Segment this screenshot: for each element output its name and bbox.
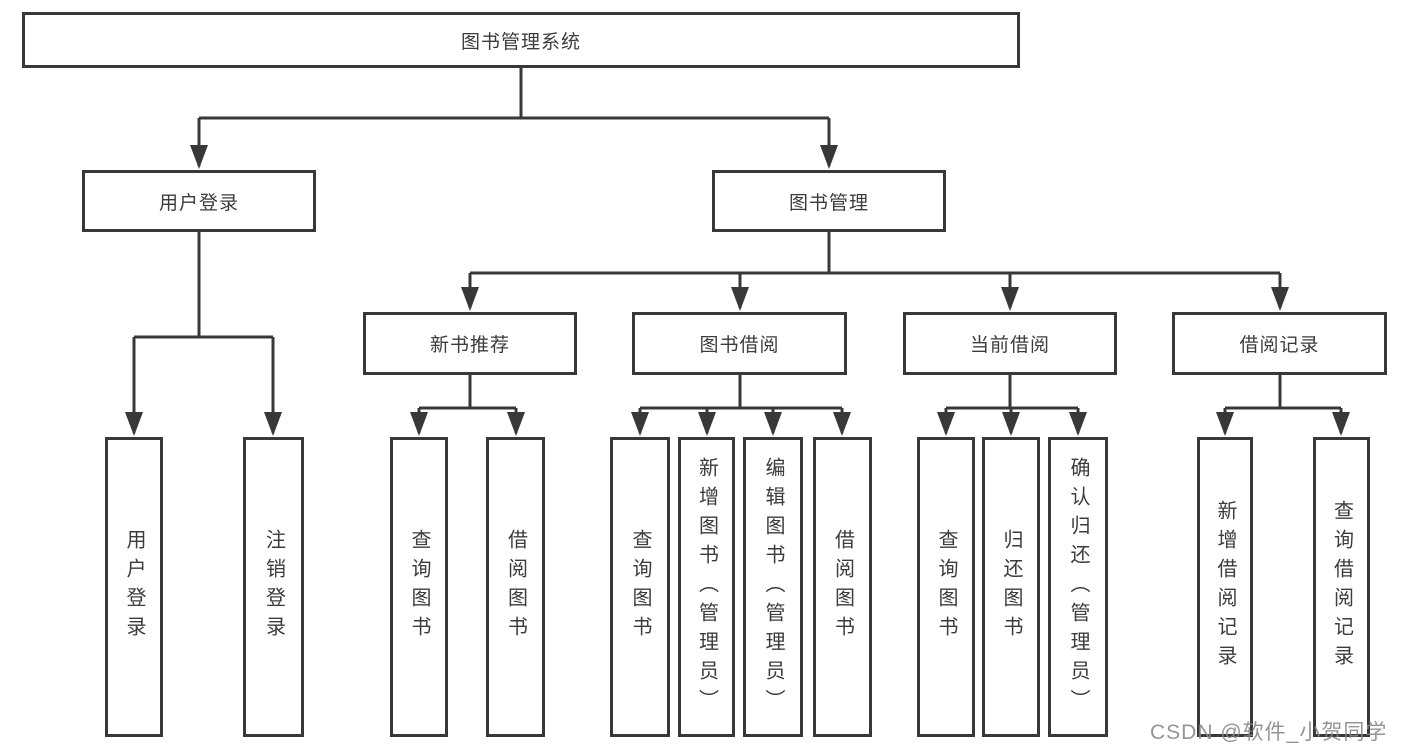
arrowhead-icons xyxy=(125,145,1350,436)
arrow-down-icon xyxy=(1216,412,1234,436)
arrow-down-icon xyxy=(1002,412,1020,436)
node-label: 编辑图书（管理员） xyxy=(762,456,784,718)
node-label: 当前借阅 xyxy=(969,335,1050,356)
watermark: CSDN @软件_小贺同学 xyxy=(1150,721,1388,744)
node-label: 新增借阅记录 xyxy=(1214,500,1236,674)
node-book-management-system: 图书管理系统 xyxy=(22,12,1020,68)
node-label: 查询图书 xyxy=(935,529,957,645)
arrow-down-icon xyxy=(190,145,208,169)
arrow-down-icon xyxy=(410,412,428,436)
leaf-user-login: 用户登录 xyxy=(105,437,163,737)
arrow-down-icon xyxy=(937,412,955,436)
arrow-down-icon xyxy=(461,287,479,311)
node-label: 图书管理 xyxy=(788,192,869,214)
arrow-down-icon xyxy=(820,145,838,169)
node-book-management: 图书管理 xyxy=(712,170,946,232)
arrow-down-icon xyxy=(631,412,649,436)
node-label: 查询借阅记录 xyxy=(1330,500,1353,674)
leaf-query-borrow-record: 查询借阅记录 xyxy=(1313,437,1370,737)
leaf-add-books-admin: 新增图书（管理员） xyxy=(678,437,735,737)
leaf-logout: 注销登录 xyxy=(243,437,304,737)
arrow-down-icon xyxy=(1069,412,1087,436)
node-book-borrow: 图书借阅 xyxy=(632,312,847,375)
arrow-down-icon xyxy=(125,412,143,436)
node-label: 新增图书（管理员） xyxy=(695,456,718,718)
node-label: 借阅图书 xyxy=(504,529,527,645)
leaf-borrow-books: 借阅图书 xyxy=(813,437,872,737)
leaf-return-books: 归还图书 xyxy=(982,437,1040,737)
node-label: 注销登录 xyxy=(262,529,285,645)
node-label: 图书借阅 xyxy=(699,335,780,356)
node-new-book-recommend: 新书推荐 xyxy=(363,312,577,375)
leaf-query-books-current: 查询图书 xyxy=(917,437,975,737)
node-label: 新书推荐 xyxy=(429,335,510,356)
arrow-down-icon xyxy=(507,412,525,436)
node-label: 用户登录 xyxy=(123,529,145,645)
arrow-down-icon xyxy=(731,287,749,311)
arrow-down-icon xyxy=(1271,287,1289,311)
node-current-borrow: 当前借阅 xyxy=(903,312,1117,375)
connector-paths xyxy=(132,68,1343,433)
arrow-down-icon xyxy=(264,412,282,436)
leaf-edit-books-admin: 编辑图书（管理员） xyxy=(743,437,803,737)
node-label: 查询图书 xyxy=(629,529,651,645)
node-label: 借阅记录 xyxy=(1239,335,1320,356)
arrow-down-icon xyxy=(833,412,851,436)
leaf-confirm-return-admin: 确认归还（管理员） xyxy=(1048,437,1108,737)
node-label: 确认归还（管理员） xyxy=(1067,456,1089,718)
node-user-login: 用户登录 xyxy=(82,170,316,232)
node-label: 归还图书 xyxy=(1000,529,1022,645)
arrow-down-icon xyxy=(764,412,782,436)
leaf-query-books-borrow: 查询图书 xyxy=(610,437,670,737)
leaf-add-borrow-record: 新增借阅记录 xyxy=(1197,437,1253,737)
arrow-down-icon xyxy=(1332,412,1350,436)
node-label: 图书管理系统 xyxy=(460,31,581,53)
node-borrow-records: 借阅记录 xyxy=(1172,312,1387,375)
arrow-down-icon xyxy=(1001,287,1019,311)
node-label: 用户登录 xyxy=(158,192,239,214)
leaf-query-books-recommend: 查询图书 xyxy=(390,437,448,737)
arrow-down-icon xyxy=(698,412,716,436)
leaf-borrow-books-recommend: 借阅图书 xyxy=(486,437,545,737)
node-label: 借阅图书 xyxy=(831,529,854,645)
node-label: 查询图书 xyxy=(408,529,430,645)
